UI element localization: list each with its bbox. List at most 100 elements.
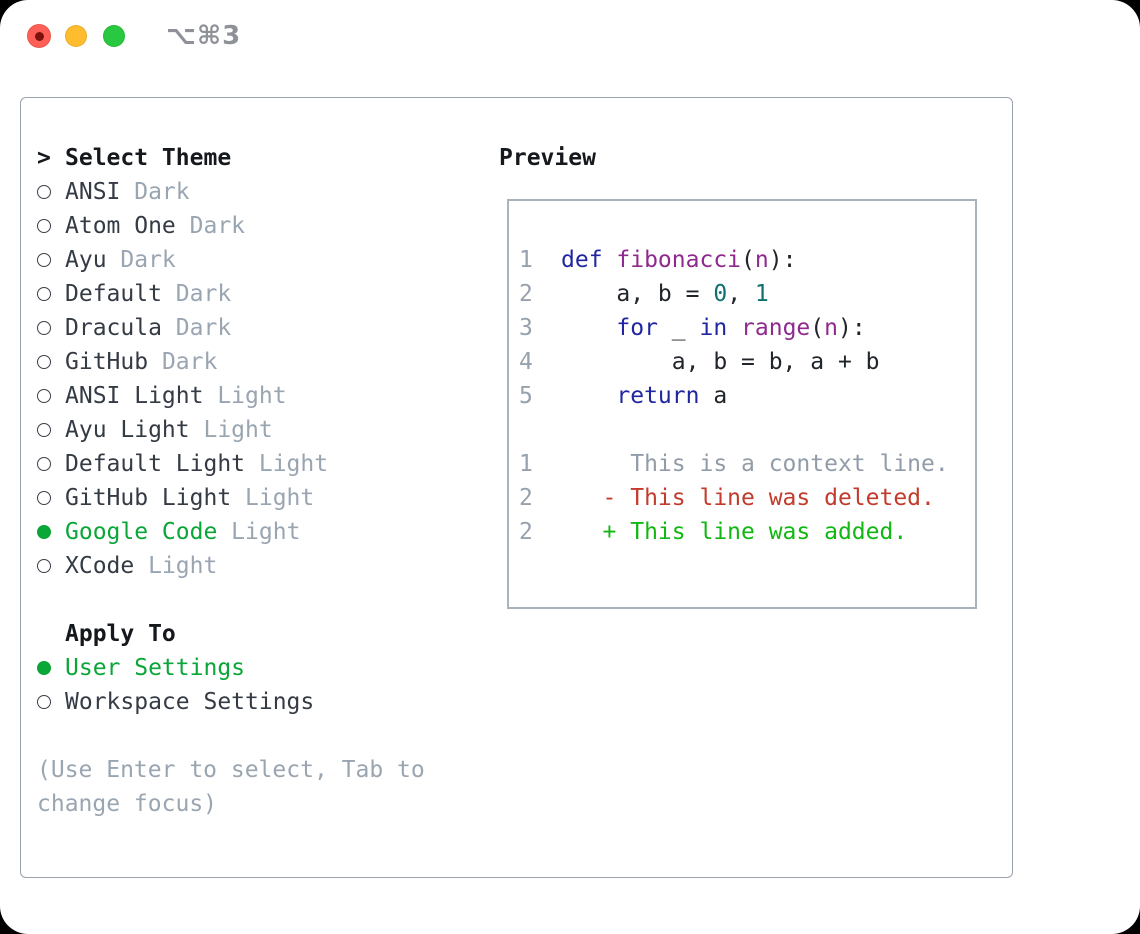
option-label: ANSI Light bbox=[65, 383, 204, 409]
option-variant-label: Dark bbox=[175, 213, 246, 239]
minimize-button[interactable] bbox=[65, 25, 87, 47]
radio-selected-icon bbox=[37, 661, 65, 675]
radio-icon bbox=[37, 253, 65, 267]
line-content: + This line was added. bbox=[561, 519, 908, 545]
help-text-line-1: (Use Enter to select, Tab to bbox=[37, 757, 425, 783]
line-content: for _ in range(n): bbox=[616, 315, 866, 341]
unsaved-indicator-icon bbox=[34, 31, 44, 41]
focus-caret-icon: > bbox=[37, 145, 51, 171]
radio-icon bbox=[37, 355, 65, 369]
option-variant-label: Light bbox=[134, 553, 218, 579]
theme-option-ayu[interactable]: Ayu Dark bbox=[37, 243, 425, 277]
title-bar: ⌥⌘3 bbox=[0, 0, 1140, 72]
option-label: Default bbox=[65, 281, 162, 307]
line-content: return a bbox=[616, 383, 728, 409]
option-label: GitHub Light bbox=[65, 485, 232, 511]
line-content: This is a context line. bbox=[561, 451, 949, 477]
option-label: Ayu Light bbox=[65, 417, 190, 443]
theme-option-dracula[interactable]: Dracula Dark bbox=[37, 311, 425, 345]
option-variant-label: Light bbox=[231, 485, 315, 511]
radio-icon bbox=[37, 389, 65, 403]
line-number: 1 bbox=[519, 451, 533, 477]
option-label: Default Light bbox=[65, 451, 246, 477]
option-label: Google Code bbox=[65, 519, 218, 545]
line-number: 2 bbox=[519, 519, 533, 545]
option-variant-label: Dark bbox=[161, 281, 232, 307]
preview-code-line: 1 def fibonacci(n): bbox=[519, 243, 965, 277]
apply-to-header: Apply To bbox=[37, 617, 425, 651]
option-label: ANSI bbox=[65, 179, 121, 205]
option-variant-label: Dark bbox=[106, 247, 176, 273]
option-variant-label: Dark bbox=[161, 315, 232, 341]
close-button[interactable] bbox=[27, 24, 51, 48]
theme-option-default[interactable]: Default Dark bbox=[37, 277, 425, 311]
radio-icon bbox=[37, 321, 65, 335]
theme-option-github-light[interactable]: GitHub Light Light bbox=[37, 481, 425, 515]
line-number: 4 bbox=[519, 349, 533, 375]
radio-icon bbox=[37, 219, 65, 233]
preview-code-line: 4 a, b = b, a + b bbox=[519, 345, 965, 379]
zoom-button[interactable] bbox=[103, 25, 125, 47]
radio-icon bbox=[37, 695, 65, 709]
option-variant-label: Light bbox=[203, 383, 287, 409]
apply-to-label: Apply To bbox=[65, 621, 176, 647]
radio-icon bbox=[37, 423, 65, 437]
preview-code-line: 2 + This line was added. bbox=[519, 515, 965, 549]
option-variant-label: Light bbox=[217, 519, 301, 545]
theme-option-ansi[interactable]: ANSI Dark bbox=[37, 175, 425, 209]
theme-option-google-code[interactable]: Google Code Light bbox=[37, 515, 425, 549]
radio-icon bbox=[37, 287, 65, 301]
option-label: Ayu bbox=[65, 247, 107, 273]
help-text-line-2: change focus) bbox=[37, 791, 218, 817]
theme-option-ansi-light[interactable]: ANSI Light Light bbox=[37, 379, 425, 413]
line-number: 2 bbox=[519, 485, 533, 511]
option-label: Atom One bbox=[65, 213, 176, 239]
spacer bbox=[37, 719, 425, 753]
radio-selected-icon bbox=[37, 525, 65, 539]
theme-option-default-light[interactable]: Default Light Light bbox=[37, 447, 425, 481]
radio-icon bbox=[37, 559, 65, 573]
option-label: GitHub bbox=[65, 349, 149, 375]
option-variant-label: Light bbox=[189, 417, 273, 443]
option-label: XCode bbox=[65, 553, 135, 579]
line-number: 2 bbox=[519, 281, 533, 307]
line-content: a, b = b, a + b bbox=[561, 349, 880, 375]
window-title: ⌥⌘3 bbox=[166, 21, 242, 51]
option-variant-label: Dark bbox=[148, 349, 218, 375]
option-label: User Settings bbox=[65, 655, 246, 681]
radio-icon bbox=[37, 457, 65, 471]
radio-icon bbox=[37, 185, 65, 199]
line-number: 1 bbox=[519, 247, 533, 273]
preview-code-line: 2 a, b = 0, 1 bbox=[519, 277, 965, 311]
select-theme-label: Select Theme bbox=[65, 145, 232, 171]
preview-blank-line bbox=[519, 413, 965, 447]
spacer bbox=[37, 583, 425, 617]
option-variant-label: Light bbox=[245, 451, 329, 477]
apply-option-workspace-settings[interactable]: Workspace Settings bbox=[37, 685, 425, 719]
apply-option-user-settings[interactable]: User Settings bbox=[37, 651, 425, 685]
preview-label: Preview bbox=[499, 145, 596, 171]
theme-option-ayu-light[interactable]: Ayu Light Light bbox=[37, 413, 425, 447]
theme-option-atom-one[interactable]: Atom One Dark bbox=[37, 209, 425, 243]
line-number: 5 bbox=[519, 383, 533, 409]
option-label: Workspace Settings bbox=[65, 689, 315, 715]
line-content: def fibonacci(n): bbox=[561, 247, 797, 273]
preview-code-line: 2 - This line was deleted. bbox=[519, 481, 965, 515]
theme-option-github[interactable]: GitHub Dark bbox=[37, 345, 425, 379]
line-content: a, b = 0, 1 bbox=[561, 281, 769, 307]
radio-icon bbox=[37, 491, 65, 505]
preview-code-line: 3 for _ in range(n): bbox=[519, 311, 965, 345]
preview-code-line: 1 This is a context line. bbox=[519, 447, 965, 481]
line-number: 3 bbox=[519, 315, 533, 341]
select-theme-header: > Select Theme bbox=[37, 141, 425, 175]
line-content: - This line was deleted. bbox=[561, 485, 935, 511]
theme-option-xcode[interactable]: XCode Light bbox=[37, 549, 425, 583]
option-variant-label: Dark bbox=[120, 179, 190, 205]
option-label: Dracula bbox=[65, 315, 162, 341]
